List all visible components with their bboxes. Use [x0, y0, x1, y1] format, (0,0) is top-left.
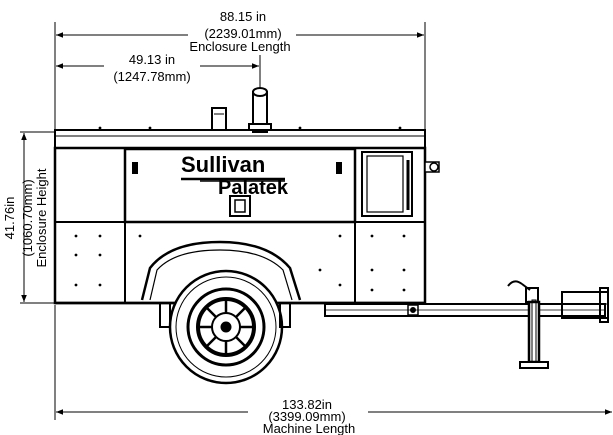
machine-length-dimension — [54, 305, 612, 420]
enclosure-height-mm: (1060.70mm) — [20, 179, 35, 256]
enclosure-height-label: Enclosure Height — [34, 168, 49, 267]
brand-name-line1: Sullivan — [181, 152, 265, 177]
offset-length-in: 49.13 in — [129, 52, 175, 67]
panel-bolts — [74, 126, 406, 292]
tow-bar — [324, 287, 609, 323]
enclosure-length-in: 88.15 in — [220, 9, 266, 24]
offset-length-dimension — [56, 55, 261, 90]
jack-stand — [507, 280, 549, 369]
axle-brackets — [159, 302, 291, 328]
enclosure-length-dimension — [54, 22, 426, 130]
offset-length-mm: (1247.78mm) — [113, 69, 190, 84]
enclosure-length-mm: (2239.01mm) — [204, 26, 281, 41]
trailer-wheel — [168, 269, 284, 385]
enclosure-height-dimension — [20, 131, 56, 304]
enclosure-height-in: 41.76in — [2, 197, 17, 240]
exhaust-stack — [248, 87, 272, 133]
brand-name-line2: Palatek — [218, 177, 289, 199]
machine-length-mm: (3399.09mm) — [268, 409, 345, 424]
machine-length-in: 133.82in — [282, 397, 332, 412]
machine-length-label: Machine Length — [263, 421, 356, 435]
enclosure-length-label: Enclosure Length — [189, 39, 290, 54]
lifting-eye — [211, 107, 227, 131]
